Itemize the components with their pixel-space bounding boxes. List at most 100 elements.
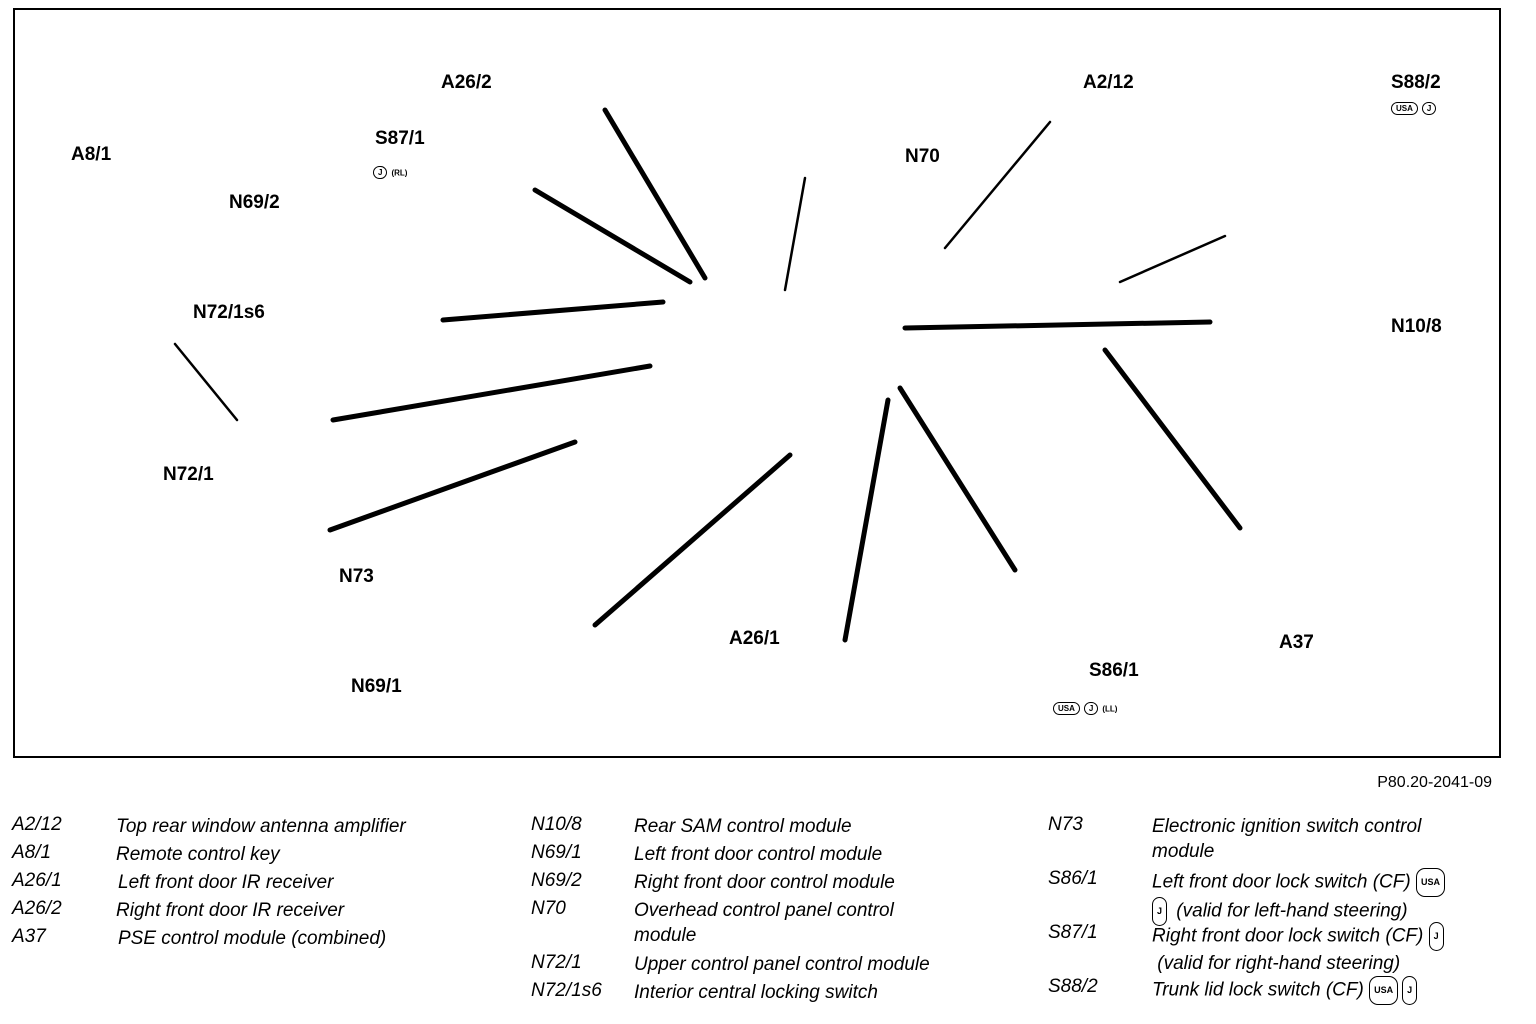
legend-row: N72/1s6 Interior central locking switch bbox=[531, 980, 1031, 1008]
legend-desc: Top rear window antenna amplifier bbox=[116, 816, 406, 837]
legend-desc: Overhead control panel control module bbox=[634, 898, 894, 948]
s87-1-market-badges: J(RL) bbox=[373, 164, 407, 182]
legend-desc-line: module bbox=[634, 925, 697, 946]
legend-code: N72/1 bbox=[531, 952, 582, 973]
callout-s87-1: S87/1 bbox=[375, 128, 425, 149]
legend-code: N70 bbox=[531, 898, 566, 919]
legend-code: A37 bbox=[12, 926, 46, 947]
legend-row: N73 Electronic ignition switch control m… bbox=[1048, 814, 1518, 868]
callout-n72-1s6: N72/1s6 bbox=[193, 302, 265, 323]
legend-row: N69/1 Left front door control module bbox=[531, 842, 1031, 870]
leader-line-n72-1s6 bbox=[173, 342, 239, 422]
leader-line-n69-2 bbox=[440, 299, 666, 323]
legend-code: N69/2 bbox=[531, 870, 582, 891]
legend-row: N10/8 Rear SAM control module bbox=[531, 814, 1031, 842]
legend-column-1: A2/12 Top rear window antenna amplifier … bbox=[12, 814, 512, 954]
j-badge: J bbox=[1421, 102, 1437, 116]
callout-a26-1: A26/1 bbox=[729, 628, 780, 649]
callout-a26-2: A26/2 bbox=[441, 72, 492, 93]
legend-row: A2/12 Top rear window antenna amplifier bbox=[12, 814, 512, 842]
legend-row: S87/1 Right front door lock switch (CF) … bbox=[1048, 922, 1518, 976]
legend-desc: Right front door control module bbox=[634, 872, 895, 893]
legend-desc-line: Overhead control panel control bbox=[634, 900, 894, 921]
legend-code: N10/8 bbox=[531, 814, 582, 835]
leader-line-n72-1 bbox=[330, 363, 653, 423]
callout-a8-1: A8/1 bbox=[71, 144, 112, 165]
usa-badge: USA bbox=[1415, 868, 1445, 897]
diagram-drawing bbox=[173, 107, 1243, 643]
legend-desc: Left front door control module bbox=[634, 844, 883, 865]
leader-line-n10-8 bbox=[902, 319, 1213, 331]
usa-badge: USA bbox=[1369, 976, 1399, 1005]
legend-desc: Electronic ignition switch control modul… bbox=[1152, 814, 1421, 864]
legend-desc: Right front door lock switch (CF) J (val… bbox=[1152, 922, 1448, 976]
legend-desc-line: Electronic ignition switch control bbox=[1152, 816, 1422, 837]
legend-row: N70 Overhead control panel control modul… bbox=[531, 898, 1031, 952]
leader-line-a2-12 bbox=[943, 120, 1052, 250]
usa-badge: USA bbox=[1391, 102, 1418, 116]
callout-n69-2: N69/2 bbox=[229, 192, 280, 213]
j-badge: J bbox=[1152, 897, 1168, 926]
legend-code: N69/1 bbox=[531, 842, 582, 863]
leader-line-s88-2 bbox=[1118, 234, 1227, 284]
leader-line-a37 bbox=[1102, 347, 1243, 531]
leader-line-n70 bbox=[783, 176, 807, 292]
callout-n73: N73 bbox=[339, 566, 374, 587]
figure-code: P80.20-2041-09 bbox=[1377, 774, 1492, 791]
legend-desc: Left front door lock switch (CF) USA J (… bbox=[1152, 868, 1449, 926]
callout-n72-1: N72/1 bbox=[163, 464, 214, 485]
legend-desc: Right front door IR receiver bbox=[116, 900, 345, 921]
callout-s88-2: S88/2 bbox=[1391, 72, 1441, 93]
legend-desc-line: Trunk lid lock switch (CF) bbox=[1152, 979, 1364, 1001]
legend-row: A37 PSE control module (combined) bbox=[12, 926, 512, 954]
legend-row: N69/2 Right front door control module bbox=[531, 870, 1031, 898]
leader-line-n73 bbox=[327, 439, 578, 533]
legend-row: A26/2 Right front door IR receiver bbox=[12, 898, 512, 926]
leader-line-a26-1 bbox=[842, 397, 891, 643]
legend-code: A2/12 bbox=[12, 814, 62, 835]
leader-line-s86-1 bbox=[897, 385, 1018, 573]
legend-desc-line: module bbox=[1152, 841, 1215, 862]
callout-n10-8: N10/8 bbox=[1391, 316, 1442, 337]
legend-code: N72/1s6 bbox=[531, 980, 602, 1001]
legend-code: A8/1 bbox=[12, 842, 52, 863]
callout-a2-12: A2/12 bbox=[1083, 72, 1134, 93]
leader-line-n69-1 bbox=[592, 452, 793, 628]
legend-desc: PSE control module (combined) bbox=[118, 928, 387, 949]
legend-code: S86/1 bbox=[1048, 868, 1098, 889]
leader-line-s87-1 bbox=[532, 187, 693, 285]
j-badge: J bbox=[1428, 922, 1444, 951]
legend-desc-line: Right front door lock switch (CF) bbox=[1152, 925, 1424, 947]
leader-line-a26-2 bbox=[602, 107, 708, 281]
legend-desc: Interior central locking switch bbox=[634, 982, 878, 1003]
legend-desc: Remote control key bbox=[116, 844, 280, 865]
legend-row: N72/1 Upper control panel control module bbox=[531, 952, 1031, 980]
legend-row: A8/1 Remote control key bbox=[12, 842, 512, 870]
legend-desc: Upper control panel control module bbox=[634, 954, 930, 975]
legend-code: A26/2 bbox=[12, 898, 62, 919]
ll-note: (LL) bbox=[1102, 704, 1118, 714]
legend-code: S88/2 bbox=[1048, 976, 1098, 997]
callout-n70: N70 bbox=[905, 146, 940, 167]
usa-badge: USA bbox=[1053, 702, 1080, 716]
rl-note: (RL) bbox=[391, 168, 408, 178]
legend-column-3: N73 Electronic ignition switch control m… bbox=[1048, 814, 1518, 1005]
legend-row: A26/1 Left front door IR receiver bbox=[12, 870, 512, 898]
j-badge: J bbox=[1402, 976, 1418, 1005]
legend-code: A26/1 bbox=[12, 870, 62, 891]
legend-desc: Rear SAM control module bbox=[634, 816, 852, 837]
legend-column-2: N10/8 Rear SAM control module N69/1 Left… bbox=[531, 814, 1031, 1008]
legend-code: N73 bbox=[1048, 814, 1083, 835]
legend-code: S87/1 bbox=[1048, 922, 1098, 943]
callout-s86-1: S86/1 bbox=[1089, 660, 1139, 681]
legend-desc: Left front door IR receiver bbox=[118, 872, 334, 893]
callout-a37: A37 bbox=[1279, 632, 1314, 653]
legend-desc-line: (valid for left-hand steering) bbox=[1176, 900, 1408, 922]
legend-desc-line: (valid for right-hand steering) bbox=[1157, 953, 1401, 974]
legend-row: S86/1 Left front door lock switch (CF) U… bbox=[1048, 868, 1518, 926]
